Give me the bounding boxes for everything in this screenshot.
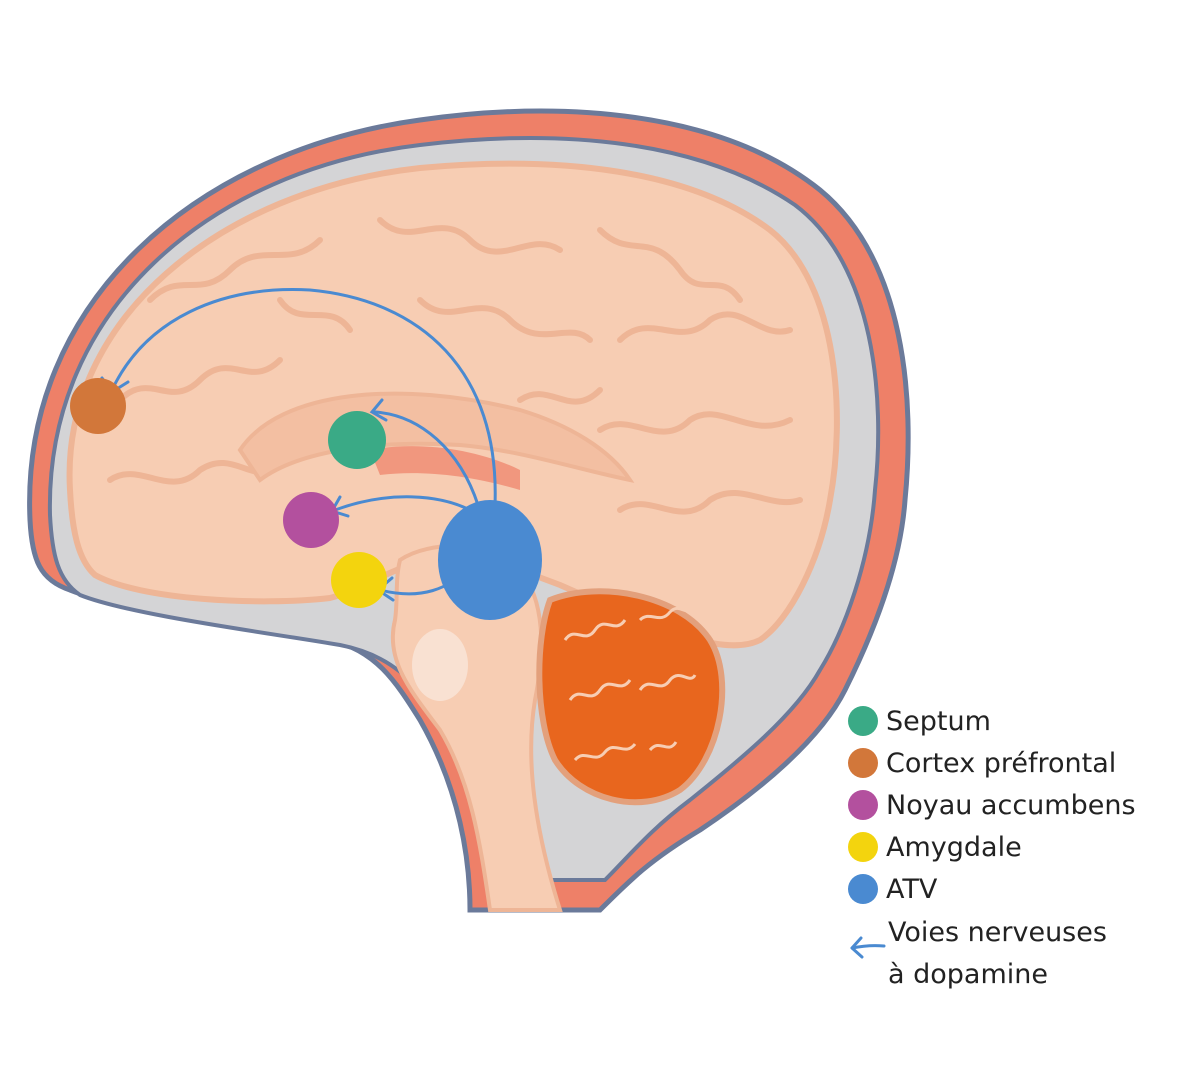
pathway-prefrontal xyxy=(110,288,497,507)
atv-region xyxy=(438,500,542,620)
accumbens-dot xyxy=(848,790,878,820)
legend: Septum Cortex préfrontal Noyau accumbens… xyxy=(848,700,1188,996)
atv-dot xyxy=(848,874,878,904)
legend-label: ATV xyxy=(886,873,938,905)
accumbens-region xyxy=(283,492,339,548)
left-arrow-icon xyxy=(850,936,886,959)
legend-item: Amygdale xyxy=(848,826,1188,868)
legend-pathway: Voies nerveuses à dopamine xyxy=(848,912,1188,996)
brain-folds xyxy=(107,217,803,515)
pathway-accumbens xyxy=(333,495,472,512)
legend-label: Septum xyxy=(886,705,991,737)
pathway-label: Voies nerveuses à dopamine xyxy=(888,912,1107,996)
dopamine-pathways xyxy=(100,288,497,602)
legend-item: Septum xyxy=(848,700,1188,742)
pathway-septum xyxy=(373,410,480,507)
septum-dot xyxy=(848,706,878,736)
legend-item: Cortex préfrontal xyxy=(848,742,1188,784)
prefrontal-dot xyxy=(848,748,878,778)
pathway-label-line1: Voies nerveuses xyxy=(888,917,1107,948)
cerebellum xyxy=(536,588,726,806)
amygdala-dot xyxy=(848,832,878,862)
amygdala-region xyxy=(331,552,387,608)
cerebellum-folds xyxy=(563,605,697,762)
prefrontal-cortex-region xyxy=(70,378,126,434)
legend-label: Cortex préfrontal xyxy=(886,747,1117,779)
legend-item: ATV xyxy=(848,868,1188,910)
legend-label: Noyau accumbens xyxy=(886,789,1136,821)
legend-item: Noyau accumbens xyxy=(848,784,1188,826)
septum-region xyxy=(328,411,386,469)
legend-label: Amygdale xyxy=(886,831,1022,863)
pons xyxy=(412,629,468,701)
pathway-septum-head xyxy=(369,398,388,422)
fornix xyxy=(370,446,520,490)
pathway-label-line2: à dopamine xyxy=(888,959,1048,990)
